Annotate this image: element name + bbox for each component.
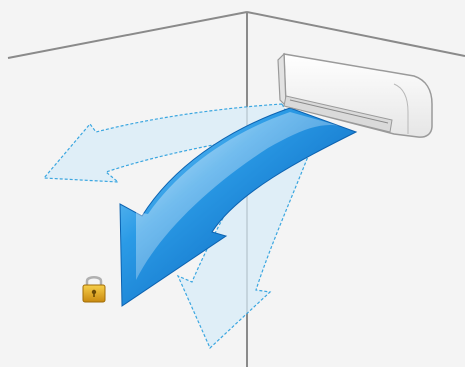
lock-icon (82, 276, 106, 303)
air-conditioner-icon (277, 52, 433, 138)
airflow-arrow-icon (119, 107, 358, 307)
